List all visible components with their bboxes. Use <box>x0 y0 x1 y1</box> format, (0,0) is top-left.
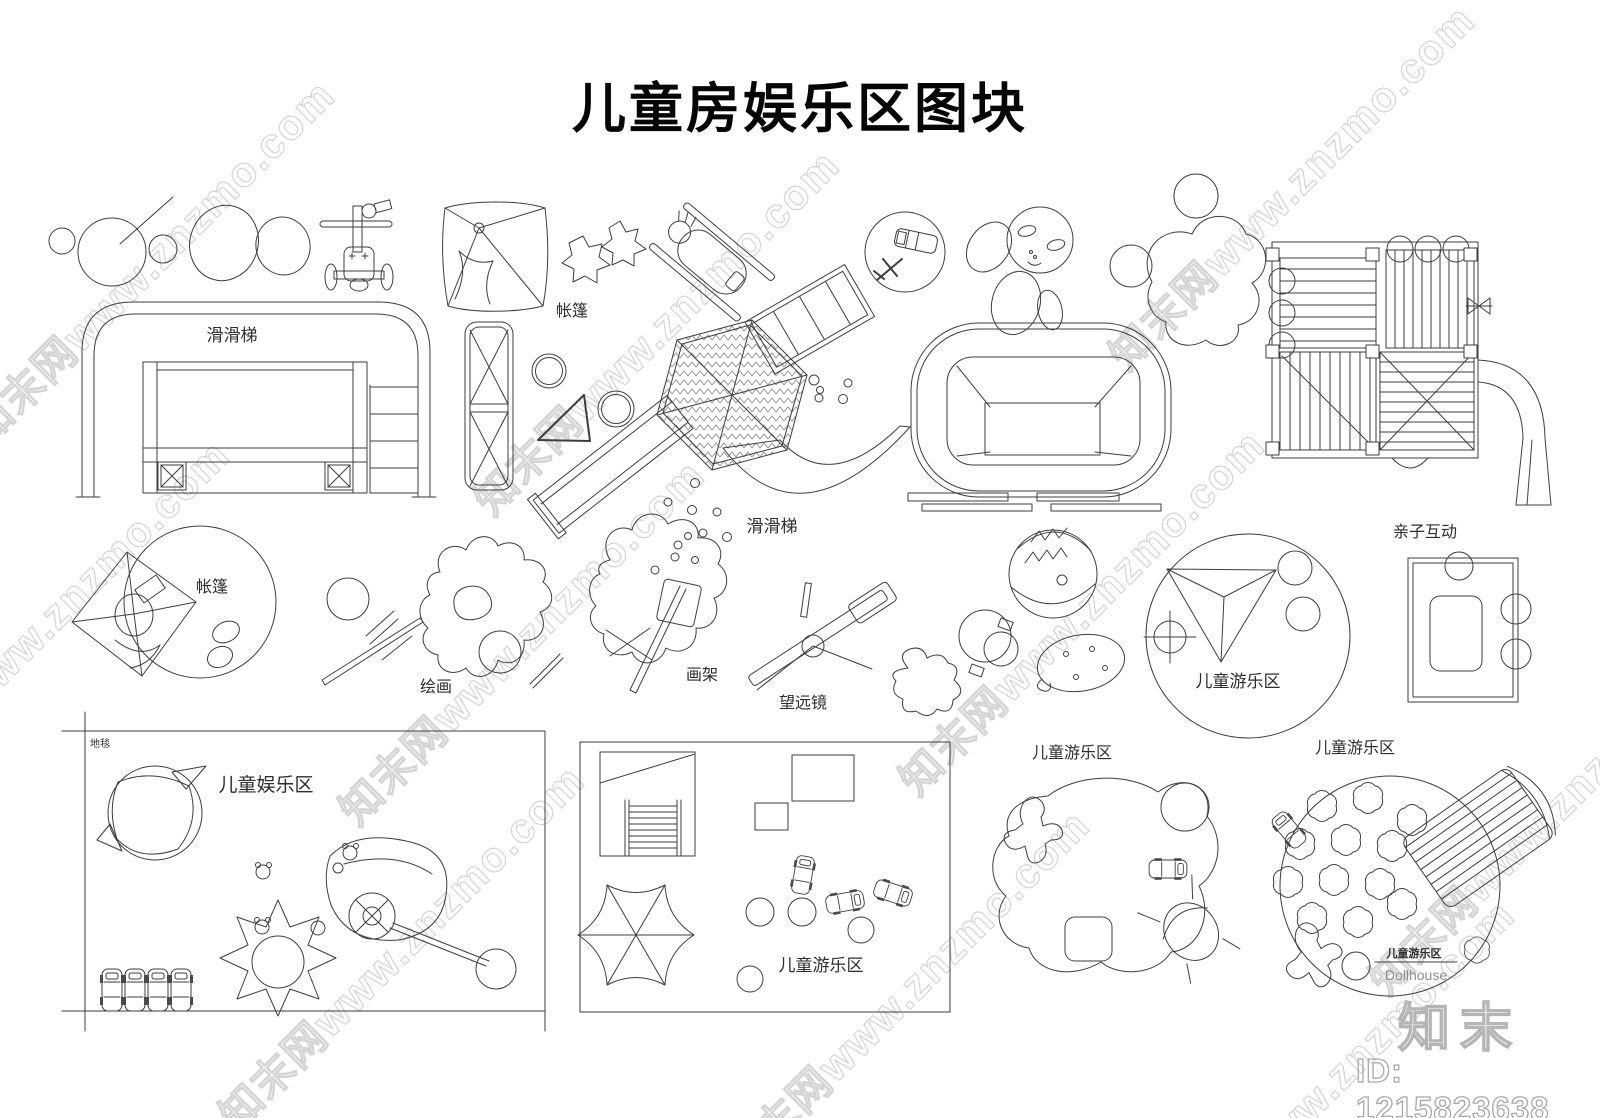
hexagon-playset <box>526 264 876 540</box>
balloon-toy <box>48 196 178 287</box>
dollhouse-rug <box>1268 765 1556 997</box>
telescope <box>748 581 897 691</box>
sprinkler-toy <box>325 837 517 990</box>
play-umbrella <box>577 884 695 986</box>
tricycle <box>319 199 394 292</box>
blob-rug <box>992 777 1241 984</box>
arch-slide <box>75 301 437 498</box>
painting-set <box>321 536 564 689</box>
slide-box <box>599 751 696 857</box>
toy-basket <box>864 211 946 293</box>
label-telescope: 望远镜 <box>779 693 827 712</box>
label-play-area-circle: 儿童游乐区 <box>1196 672 1281 691</box>
bear-bubbles <box>254 843 359 936</box>
carpet-zone <box>61 711 546 1032</box>
label-carpet: 地毯 <box>90 737 110 750</box>
label-slide-1: 滑滑梯 <box>207 326 258 345</box>
label-easel: 画架 <box>686 666 718 684</box>
bubbles <box>650 374 853 575</box>
label-painting: 绘画 <box>420 678 452 696</box>
resource-id: ID: 1215823638 <box>1355 1051 1550 1118</box>
soft-play-shapes <box>531 353 635 442</box>
bunny-plush <box>965 206 1074 336</box>
label-dollhouse-zh: 儿童游乐区 <box>1386 946 1442 960</box>
rocking-horse <box>649 202 775 322</box>
easel-set <box>589 513 728 694</box>
climb-ramp <box>744 264 876 375</box>
label-play-area-panel: 儿童游乐区 <box>779 956 864 975</box>
crash-mat <box>464 321 514 491</box>
label-kids-entertainment: 儿童娱乐区 <box>218 774 313 796</box>
high-chair <box>1137 874 1241 984</box>
toy-car-icon <box>894 228 938 254</box>
label-play-area-round: 儿童游乐区 <box>1315 738 1395 757</box>
spiky-doll <box>219 899 337 1017</box>
striped-mat <box>1403 765 1556 908</box>
cloud-cushions <box>1109 173 1267 346</box>
teepee-rug <box>71 525 277 679</box>
label-dollhouse-en: Dollhouse <box>1385 967 1447 983</box>
label-slide-2: 滑滑梯 <box>747 517 798 536</box>
pebble-cushions <box>189 204 311 282</box>
play-circle <box>1143 533 1351 739</box>
toy-car-row <box>99 968 194 1012</box>
small-toys <box>892 609 1126 716</box>
label-play-area-blob: 儿童游乐区 <box>1032 743 1112 762</box>
play-panel <box>577 741 951 1013</box>
tent-canopy <box>442 201 549 312</box>
toy-plane-icon <box>873 258 903 281</box>
parent-child-table <box>1407 551 1532 703</box>
labels-layer: 滑滑梯 帐篷 滑滑梯 帐篷 绘画 画架 望远镜 儿童游乐区 亲子互动 地毯 儿童… <box>90 301 1457 983</box>
brand-logo: 知末 <box>1397 999 1523 1059</box>
label-parent-child: 亲子互动 <box>1393 523 1457 541</box>
crescent-tunnel <box>722 425 911 494</box>
page-title: 儿童房娱乐区图块 <box>572 79 1028 139</box>
beach-ball <box>1008 527 1098 619</box>
star-plush-toys <box>561 220 647 284</box>
ball-pit <box>907 322 1172 512</box>
straight-slide <box>526 394 694 540</box>
tube-slide <box>1477 359 1552 506</box>
wood-play-structure <box>1265 235 1552 506</box>
label-tent-2: 帐篷 <box>196 577 228 596</box>
label-tent-1: 帐篷 <box>556 301 588 320</box>
